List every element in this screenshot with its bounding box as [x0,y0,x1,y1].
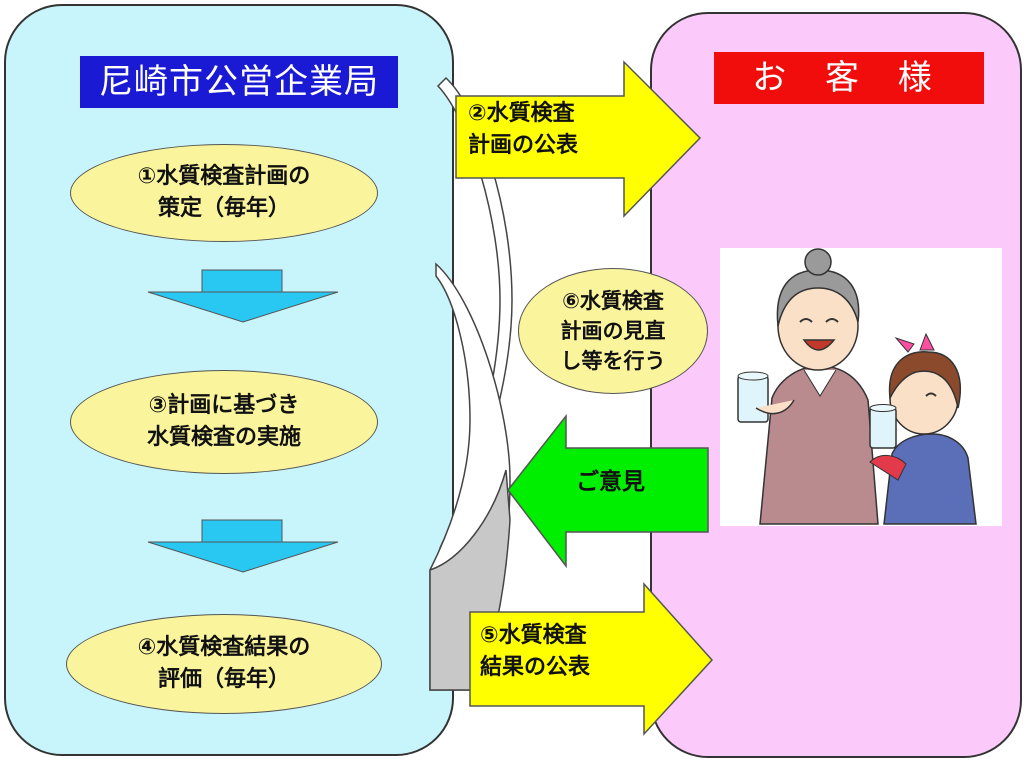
step-plan-review: ⑥水質検査 計画の見直 し等を行う [518,268,708,394]
customers-drinking-water-illustration [720,248,1002,526]
step-plan-formulation: ①水質検査計画の 策定（毎年） [70,144,378,242]
step-plan-implementation: ③計画に基づき 水質検査の実施 [70,370,378,474]
publish-plan-label: ②水質検査 計画の公表 [468,101,579,158]
people-illustration-icon [737,248,977,525]
down-arrow-2 [147,519,339,573]
feedback-arrow [507,413,709,569]
step-result-evaluation: ④水質検査結果の 評価（毎年） [66,614,382,714]
down-arrow-1 [147,269,339,323]
organization-title: 尼崎市公営企業局 [80,56,398,108]
publish-results-arrow [469,582,714,736]
feedback-label: ご意見 [576,469,645,495]
publish-plan-arrow [455,60,702,218]
customer-title: お 客 様 [714,52,984,104]
publish-results-label: ⑤水質検査 結果の公表 [480,623,591,680]
